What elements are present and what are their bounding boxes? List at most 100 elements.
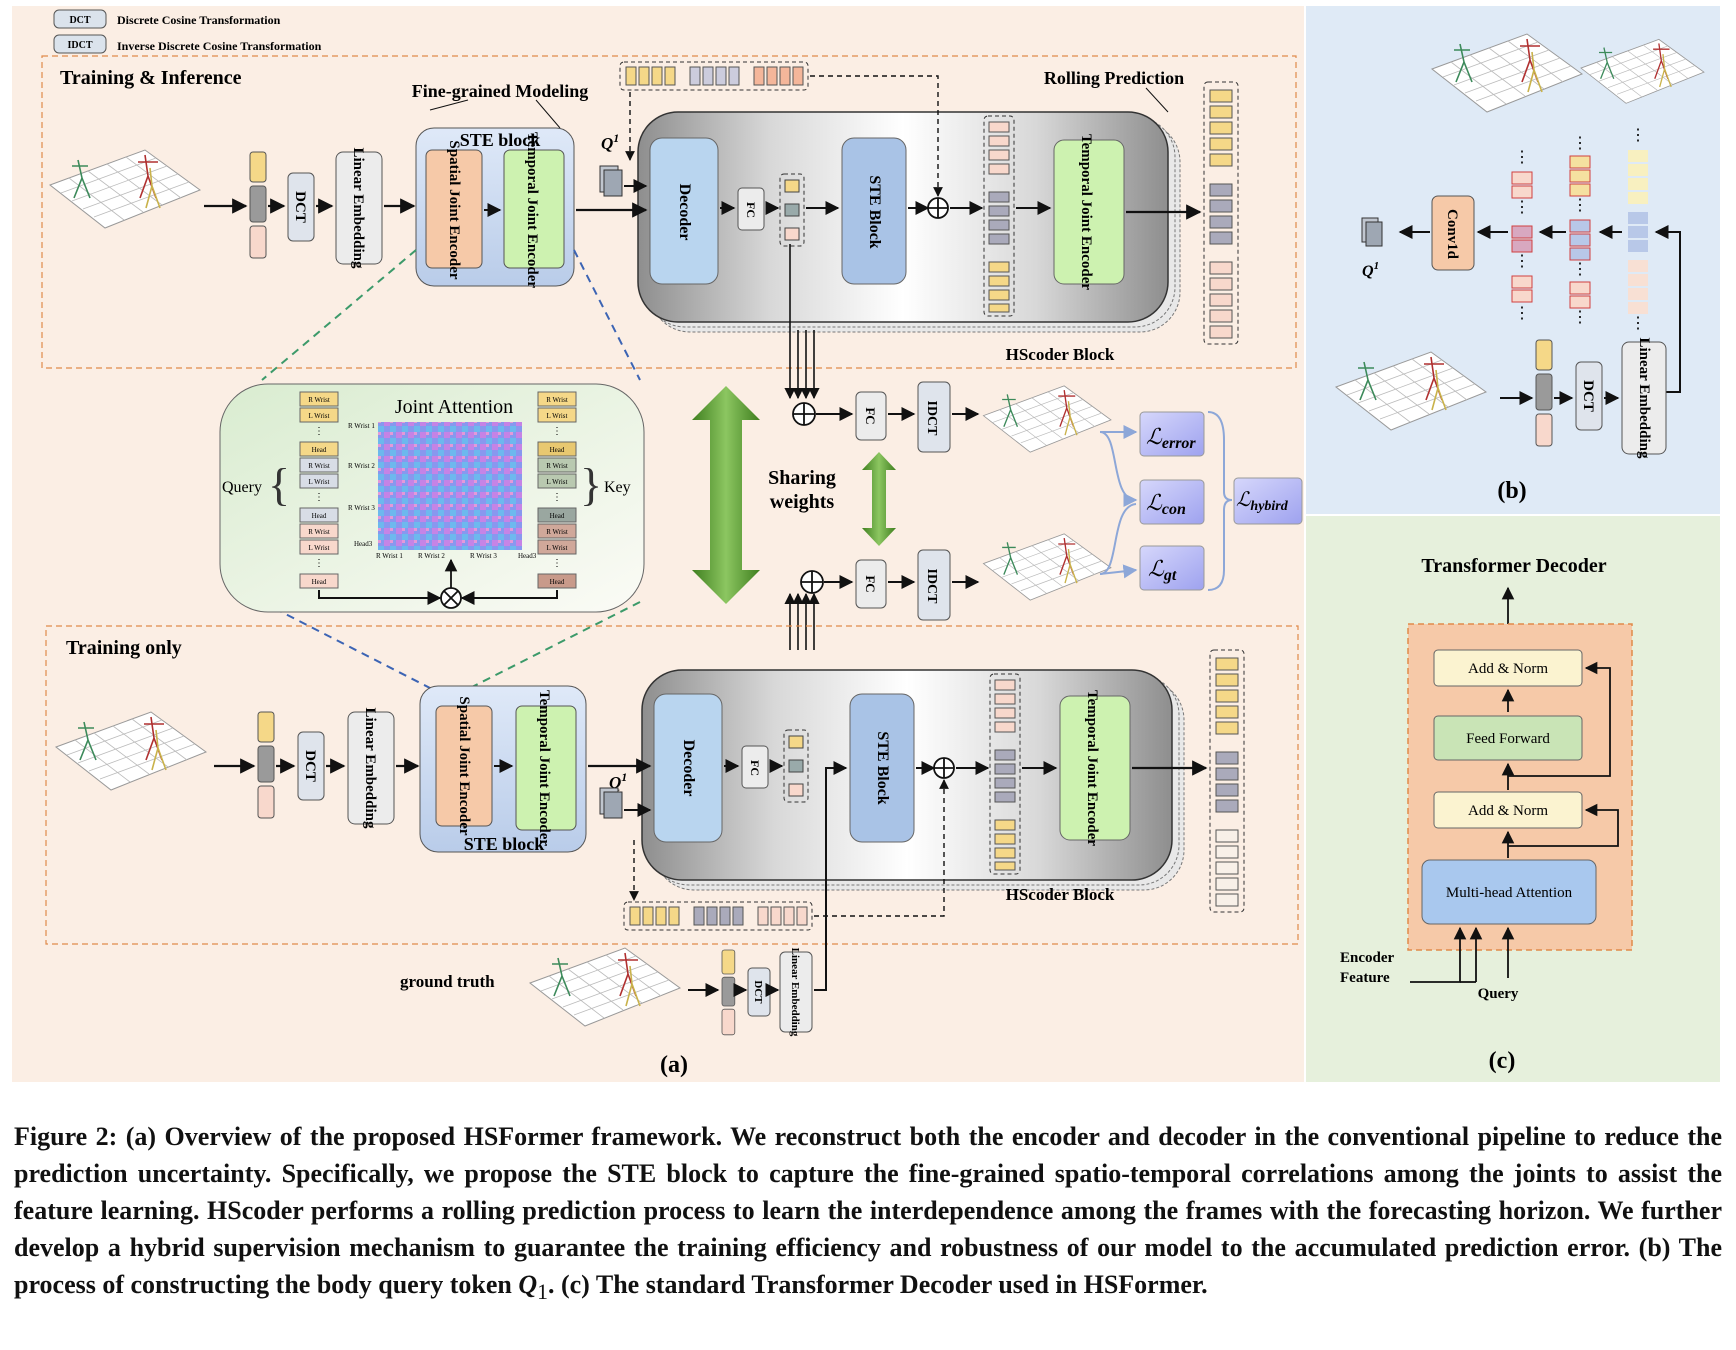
small-sharing-arrow: [862, 452, 896, 546]
legend-idct-swatch: [53, 34, 107, 54]
svg-text:⋮: ⋮: [314, 558, 324, 569]
fc-box-bottom: [741, 745, 769, 789]
legend-idct-tag: IDCT: [67, 40, 92, 51]
panel-b-label: (b): [1497, 478, 1526, 504]
joint-attention-title: Joint Attention: [395, 396, 513, 418]
add-norm-bottom-box: [1433, 791, 1583, 829]
svg-text:DCT: DCT: [1580, 380, 1596, 412]
heatmap-x-labels: R Wrist 1 R Wrist 2 R Wrist 3 Head3: [376, 552, 537, 560]
caption-q-sub: 1: [537, 1280, 548, 1305]
decoder-label-top: Decoder: [676, 184, 693, 241]
rolling-tokens-bottom: [989, 673, 1021, 875]
temporal-encoder-hs-top-label: Temporal Joint Encoder: [1078, 134, 1094, 290]
linear-embedding-box-b: [1621, 341, 1667, 455]
linear-embedding-box-bottom: [347, 711, 395, 825]
svg-text:{: {: [268, 459, 290, 510]
idct-box-mid-top: [917, 381, 951, 453]
conv1d-box: [1431, 195, 1475, 271]
svg-text:⋮: ⋮: [552, 426, 562, 437]
encoder-feature-label-1: Encoder: [1340, 950, 1395, 966]
token-column-top: [249, 151, 267, 259]
svg-text:FC: FC: [863, 407, 878, 424]
svg-text:⋮: ⋮: [1572, 135, 1588, 152]
svg-text:⋮: ⋮: [1572, 197, 1588, 214]
ste-block-box-bottom: [849, 693, 915, 843]
ground-truth-label: ground truth: [400, 972, 495, 991]
linear-embedding-box-gt: [779, 951, 813, 1033]
svg-text:L Wrist: L Wrist: [309, 544, 330, 552]
dct-box-b: [1575, 361, 1603, 431]
fc-output-tokens-top: [779, 173, 805, 247]
q1-label-b: Q1: [1362, 260, 1379, 280]
caption-q-symbol: Q: [518, 1270, 538, 1299]
svg-text:FC: FC: [863, 575, 878, 592]
training-inference-frame: [41, 55, 1297, 369]
legend-dct-tag: DCT: [69, 15, 90, 26]
svg-text:⋮: ⋮: [1630, 127, 1646, 144]
feedback-tokens-top: [619, 61, 809, 91]
svg-text:R Wrist 2: R Wrist 2: [418, 552, 445, 560]
encoder-feature-label-2: Feature: [1340, 970, 1390, 986]
svg-text:DCT: DCT: [752, 980, 764, 1004]
fc-box-mid-bottom: [855, 559, 887, 609]
q1-label-top: Q1: [601, 131, 619, 153]
svg-text:L Wrist: L Wrist: [309, 412, 330, 420]
q1-label-bottom: Q1: [609, 770, 627, 792]
svg-text:R Wrist 1: R Wrist 1: [348, 422, 375, 430]
caption-text-end: . (c) The standard Transformer Decoder u…: [547, 1270, 1208, 1299]
svg-text:⋮: ⋮: [1514, 253, 1530, 270]
loss-con-box: [1139, 479, 1205, 525]
svg-text:}: }: [580, 459, 602, 510]
svg-text:⋮: ⋮: [1514, 199, 1530, 216]
panel-b-token-stacks: ⋮ ⋮ ⋮ ⋮ ⋮ ⋮ ⋮ ⋮ ⋮ ⋮: [1511, 127, 1648, 332]
figure-caption: Figure 2: (a) Overview of the proposed H…: [14, 1118, 1722, 1311]
svg-text:⋮: ⋮: [314, 492, 324, 503]
sharing-weights-label-2: weights: [770, 491, 835, 513]
panel-a-label: (a): [660, 1052, 688, 1078]
temporal-encoder-bottom: [515, 705, 577, 831]
svg-text:STE Block: STE Block: [874, 731, 891, 804]
svg-text:Head3: Head3: [354, 540, 373, 548]
svg-text:L Wrist: L Wrist: [547, 544, 568, 552]
fine-grained-label: Fine-grained Modeling: [412, 81, 589, 101]
ste-block-top-label: STE block: [460, 130, 541, 150]
svg-text:IDCT: IDCT: [924, 400, 939, 436]
loss-error-box: [1139, 411, 1205, 457]
svg-text:⋮: ⋮: [1572, 261, 1588, 278]
conv1d-label: Conv1d: [1444, 209, 1460, 260]
svg-text:Head: Head: [312, 446, 327, 454]
dct-label-top: DCT: [292, 191, 308, 223]
svg-text:L Wrist: L Wrist: [547, 478, 568, 486]
svg-text:⋮: ⋮: [1514, 305, 1530, 322]
dct-box-top: [287, 172, 315, 242]
svg-text:Temporal Joint Encoder: Temporal Joint Encoder: [1084, 690, 1100, 846]
svg-text:Head: Head: [550, 578, 565, 586]
linear-embedding-box-top: [335, 151, 383, 265]
fc-box-mid-top: [855, 391, 887, 441]
svg-text:R Wrist: R Wrist: [308, 462, 330, 470]
legend-dct-swatch: [53, 9, 107, 29]
loss-gt-label: ℒgt: [1148, 556, 1177, 584]
svg-text:⋮: ⋮: [1514, 149, 1530, 166]
svg-text:DCT: DCT: [302, 750, 318, 782]
rolling-prediction-label: Rolling Prediction: [1044, 68, 1184, 88]
framework-figure: DCT Discrete Cosine Transformation IDCT …: [12, 6, 1720, 1082]
rolling-tokens-top-cells: [988, 121, 1010, 313]
svg-text:Head: Head: [312, 578, 327, 586]
hscoder-label-top: HScoder Block: [1006, 345, 1115, 364]
temporal-encoder-top-label: Temporal Joint Encoder: [524, 132, 540, 288]
training-inference-label: Training & Inference: [60, 67, 242, 89]
query-label-c: Query: [1478, 986, 1519, 1002]
svg-text:R Wrist: R Wrist: [308, 528, 330, 536]
temporal-encoder-hs-bottom: [1059, 695, 1131, 841]
svg-text:IDCT: IDCT: [924, 568, 939, 604]
svg-text:Head: Head: [312, 512, 327, 520]
svg-text:Feed Forward: Feed Forward: [1466, 731, 1550, 747]
svg-text:R Wrist 3: R Wrist 3: [470, 552, 497, 560]
decoder-box-bottom: [653, 693, 723, 843]
svg-text:Decoder: Decoder: [680, 740, 697, 797]
temporal-encoder-top: [503, 149, 565, 269]
fc-box-top: [737, 187, 765, 231]
spatial-encoder-top: [425, 149, 483, 269]
loss-error-label: ℒerror: [1146, 424, 1196, 452]
